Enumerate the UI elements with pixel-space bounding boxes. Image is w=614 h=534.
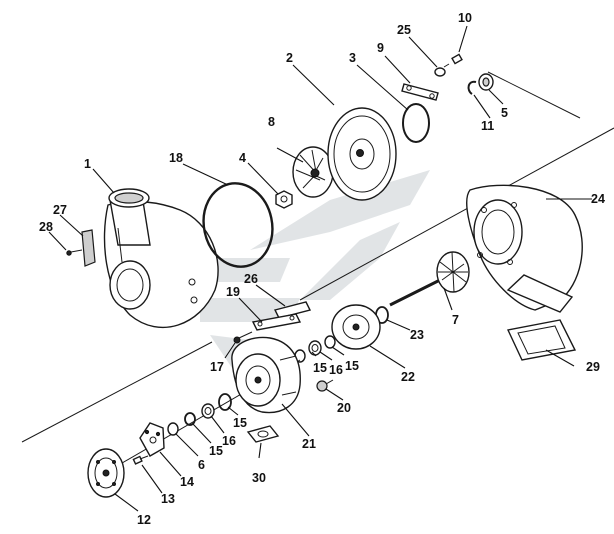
shaft-turbine-wheel-part-7 bbox=[389, 251, 470, 307]
snap-ring-part-3 bbox=[402, 103, 430, 143]
ring-part-15-upper-b bbox=[324, 335, 336, 349]
fitting-part-20 bbox=[316, 379, 334, 392]
compressor-wheel-part-8 bbox=[292, 146, 334, 198]
callout-30: 30 bbox=[252, 471, 266, 485]
callout-21: 21 bbox=[302, 437, 316, 451]
ring-part-16-lower bbox=[201, 403, 215, 419]
callout-8: 8 bbox=[268, 115, 275, 129]
thrust-plate-part-14 bbox=[139, 422, 165, 457]
callout-25: 25 bbox=[397, 23, 411, 37]
screw-part-10 bbox=[443, 53, 463, 68]
callout-19: 19 bbox=[226, 285, 240, 299]
callout-17: 17 bbox=[210, 360, 224, 374]
callout-12: 12 bbox=[137, 513, 151, 527]
clamp-plate-part-9 bbox=[401, 83, 439, 101]
callout-1: 1 bbox=[84, 157, 91, 171]
callout-5: 5 bbox=[501, 106, 508, 120]
heat-shield-part-22 bbox=[331, 304, 381, 350]
callout-24: 24 bbox=[591, 192, 605, 206]
callout-3: 3 bbox=[349, 51, 356, 65]
compressor-housing bbox=[103, 188, 219, 329]
callout-15-b: 15 bbox=[345, 359, 359, 373]
insert-part-12 bbox=[87, 448, 125, 498]
bracket-part-27 bbox=[81, 229, 96, 267]
callout-29: 29 bbox=[586, 360, 600, 374]
gasket-part-30 bbox=[246, 425, 280, 443]
callout-18: 18 bbox=[169, 151, 183, 165]
callout-27: 27 bbox=[53, 203, 67, 217]
callout-16-a: 16 bbox=[329, 363, 343, 377]
callout-28: 28 bbox=[39, 220, 53, 234]
callout-20: 20 bbox=[337, 401, 351, 415]
ring-part-16-upper bbox=[308, 340, 322, 356]
leader-lines bbox=[48, 25, 592, 512]
ring-part-15-lower-b bbox=[184, 412, 196, 426]
callout-16-b: 16 bbox=[222, 434, 236, 448]
collar-part-6 bbox=[167, 422, 179, 436]
callout-22: 22 bbox=[401, 370, 415, 384]
gasket-part-29 bbox=[506, 319, 577, 361]
callout-11: 11 bbox=[481, 119, 494, 133]
callout-10: 10 bbox=[458, 11, 472, 25]
turbine-housing-part-24 bbox=[466, 184, 583, 313]
washer-part-25 bbox=[434, 67, 446, 77]
callout-26: 26 bbox=[244, 272, 258, 286]
callout-15-d: 15 bbox=[209, 444, 223, 458]
callout-4: 4 bbox=[239, 151, 246, 165]
callout-labels: 1 2 3 4 5 6 7 8 9 10 11 12 13 14 15 15 1… bbox=[39, 11, 605, 527]
callout-15-a: 15 bbox=[313, 361, 327, 375]
callout-23: 23 bbox=[410, 328, 424, 342]
backplate-part-2 bbox=[327, 107, 397, 201]
retaining-ring-part-11 bbox=[467, 80, 477, 95]
screw-part-28 bbox=[66, 249, 83, 256]
ring-part-15-lower-a bbox=[218, 393, 232, 411]
callout-2: 2 bbox=[286, 51, 293, 65]
nut-part-4 bbox=[275, 190, 293, 209]
callout-7: 7 bbox=[452, 313, 459, 327]
seal-part-5 bbox=[478, 73, 494, 91]
screw-part-17 bbox=[233, 331, 253, 344]
callout-6: 6 bbox=[198, 458, 205, 472]
callout-9: 9 bbox=[377, 41, 384, 55]
callout-13: 13 bbox=[161, 492, 175, 506]
bearing-housing-part-21 bbox=[231, 336, 301, 414]
callout-15-c: 15 bbox=[233, 416, 247, 430]
plate-part-26 bbox=[273, 301, 312, 319]
screw-part-13 bbox=[132, 455, 149, 465]
o-ring-part-18 bbox=[202, 182, 274, 268]
plate-part-19 bbox=[251, 313, 302, 331]
callout-14: 14 bbox=[180, 475, 194, 489]
